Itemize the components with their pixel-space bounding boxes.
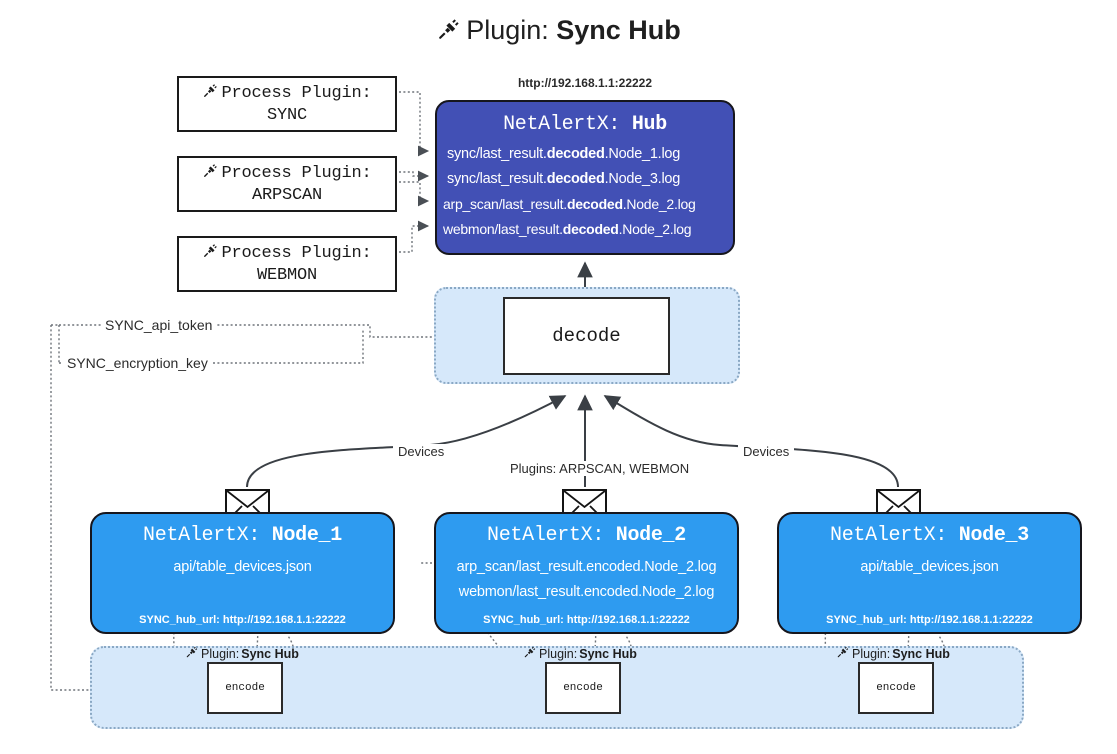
plugin-name: Sync Hub bbox=[579, 646, 637, 661]
plugin-prefix: Plugin: bbox=[852, 646, 891, 661]
hub-title-name: Hub bbox=[631, 113, 667, 136]
node-title: NetAlertX: Node_3 bbox=[830, 524, 1029, 547]
plug-icon bbox=[202, 242, 219, 266]
sync-api-token-label: SYNC_api_token bbox=[101, 317, 217, 333]
node-hub-url: SYNC_hub_url: http://192.168.1.1:22222 bbox=[483, 614, 690, 626]
node-hub-url: SYNC_hub_url: http://192.168.1.1:22222 bbox=[139, 614, 346, 626]
hub-log-line: webmon/last_result.decoded.Node_2.log bbox=[443, 221, 692, 237]
title-name: Sync Hub bbox=[556, 15, 681, 45]
node-title: NetAlertX: Node_2 bbox=[487, 524, 686, 547]
encode-box[interactable]: encode bbox=[545, 662, 621, 714]
node-line: api/table_devices.json bbox=[173, 559, 312, 575]
node-line: webmon/last_result.encoded.Node_2.log bbox=[458, 584, 715, 600]
process-plugin-box-sync[interactable]: Process Plugin: SYNC bbox=[177, 76, 397, 132]
hub-title-prefix: NetAlertX: bbox=[503, 113, 632, 136]
plug-icon bbox=[523, 645, 537, 662]
plugin-prefix: Plugin: bbox=[539, 646, 578, 661]
node-box-node-2[interactable]: NetAlertX: Node_2 arp_scan/last_result.e… bbox=[434, 512, 739, 634]
node-title: NetAlertX: Node_1 bbox=[143, 524, 342, 547]
page-title: Plugin: Sync Hub bbox=[0, 15, 1117, 49]
encode-box[interactable]: encode bbox=[858, 662, 934, 714]
title-prefix: Plugin: bbox=[466, 15, 557, 45]
edge-label-plugins: Plugins: ARPSCAN, WEBMON bbox=[505, 461, 695, 476]
node-line-list: api/table_devices.json bbox=[779, 555, 1080, 580]
process-plugin-box-arpscan[interactable]: Process Plugin: ARPSCAN bbox=[177, 156, 397, 212]
plug-icon bbox=[185, 645, 199, 662]
hub-url-label: http://192.168.1.1:22222 bbox=[517, 76, 653, 90]
edge-label-devices-right: Devices bbox=[738, 444, 795, 459]
node-box-node-3[interactable]: NetAlertX: Node_3 api/table_devices.json… bbox=[777, 512, 1082, 634]
process-plugin-label: Process Plugin: bbox=[221, 84, 372, 103]
hub-log-line: sync/last_result.decoded.Node_3.log bbox=[447, 171, 681, 187]
hub-log-line: arp_scan/last_result.decoded.Node_2.log bbox=[443, 196, 696, 212]
hub-title: NetAlertX: Hub bbox=[437, 112, 733, 138]
node-line: api/table_devices.json bbox=[860, 559, 999, 575]
process-plugin-box-webmon[interactable]: Process Plugin: WEBMON bbox=[177, 236, 397, 292]
process-plugin-name: SYNC bbox=[266, 106, 307, 125]
plugin-prefix: Plugin: bbox=[201, 646, 240, 661]
node-line: arp_scan/last_result.encoded.Node_2.log bbox=[456, 559, 717, 575]
hub-node[interactable]: NetAlertX: Hub sync/last_result.decoded.… bbox=[435, 100, 735, 255]
encode-plugin-label: Plugin: Sync Hub bbox=[523, 645, 637, 662]
node-box-node-1[interactable]: NetAlertX: Node_1 api/table_devices.json… bbox=[90, 512, 395, 634]
process-plugin-name: WEBMON bbox=[256, 266, 317, 285]
node-line-list: api/table_devices.json bbox=[92, 555, 393, 580]
encode-plugin-label: Plugin: Sync Hub bbox=[185, 645, 299, 662]
hub-log-list: sync/last_result.decoded.Node_1.log sync… bbox=[437, 142, 733, 242]
process-plugin-label: Process Plugin: bbox=[221, 244, 372, 263]
plugin-name: Sync Hub bbox=[241, 646, 299, 661]
decode-box[interactable]: decode bbox=[503, 297, 670, 375]
edge-label-devices-left: Devices bbox=[393, 444, 450, 459]
plug-icon bbox=[202, 162, 219, 186]
sync-encryption-key-label: SYNC_encryption_key bbox=[63, 355, 212, 371]
plugin-name: Sync Hub bbox=[892, 646, 950, 661]
process-plugin-name: ARPSCAN bbox=[251, 186, 322, 205]
plug-icon bbox=[436, 16, 462, 49]
hub-log-line: sync/last_result.decoded.Node_1.log bbox=[447, 146, 681, 162]
node-hub-url: SYNC_hub_url: http://192.168.1.1:22222 bbox=[826, 614, 1033, 626]
plug-icon bbox=[836, 645, 850, 662]
plug-icon bbox=[202, 82, 219, 106]
encode-plugin-label: Plugin: Sync Hub bbox=[836, 645, 950, 662]
process-plugin-label: Process Plugin: bbox=[221, 164, 372, 183]
node-line-list: arp_scan/last_result.encoded.Node_2.log … bbox=[436, 555, 737, 605]
encode-box[interactable]: encode bbox=[207, 662, 283, 714]
